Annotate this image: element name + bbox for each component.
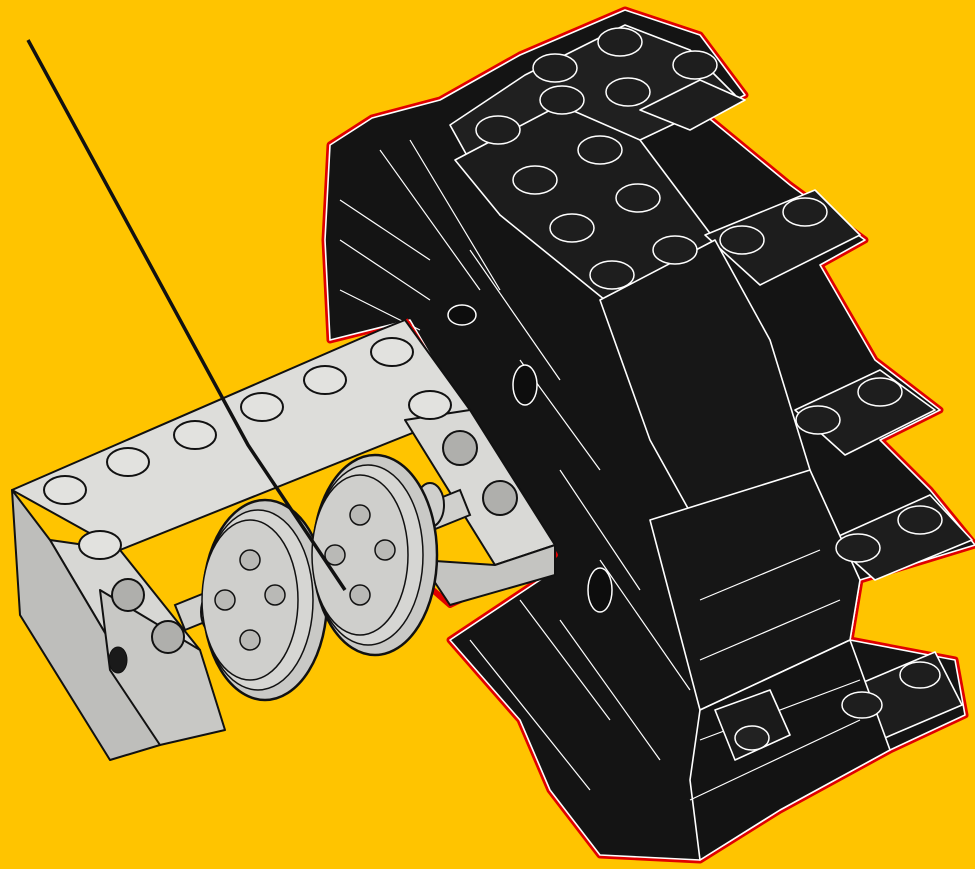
pulley-wheel-right xyxy=(312,455,437,655)
gray-technic-hole xyxy=(483,481,517,515)
black-stud xyxy=(606,78,650,106)
black-stud xyxy=(598,28,642,56)
black-technic-hole xyxy=(448,305,476,325)
black-stud xyxy=(590,261,634,289)
black-stud xyxy=(616,184,660,212)
pulley-wheel-left xyxy=(202,500,327,700)
black-stud xyxy=(836,534,880,562)
black-stud xyxy=(513,166,557,194)
black-technic-hole xyxy=(513,365,537,405)
black-stud xyxy=(858,378,902,406)
gray-stud xyxy=(79,531,121,559)
gray-stud xyxy=(44,476,86,504)
black-stud xyxy=(476,116,520,144)
black-technic-hole xyxy=(588,568,612,612)
gray-technic-hole xyxy=(152,621,184,653)
gray-technic-hole xyxy=(112,579,144,611)
gray-stud xyxy=(409,391,451,419)
gray-stud xyxy=(304,366,346,394)
gray-logo-mark xyxy=(109,647,127,673)
gray-stud xyxy=(107,448,149,476)
black-stud xyxy=(720,226,764,254)
black-stud xyxy=(578,136,622,164)
black-stud xyxy=(653,236,697,264)
black-stud xyxy=(673,51,717,79)
black-stud xyxy=(796,406,840,434)
gray-stud xyxy=(241,393,283,421)
gray-technic-hole xyxy=(443,431,477,465)
black-stud xyxy=(540,86,584,114)
gray-stud xyxy=(371,338,413,366)
black-stud xyxy=(550,214,594,242)
black-stud xyxy=(900,662,940,688)
black-stud xyxy=(842,692,882,718)
gray-stud xyxy=(174,421,216,449)
black-stud xyxy=(533,54,577,82)
black-stud xyxy=(735,726,769,750)
black-stud xyxy=(783,198,827,226)
black-stud xyxy=(898,506,942,534)
